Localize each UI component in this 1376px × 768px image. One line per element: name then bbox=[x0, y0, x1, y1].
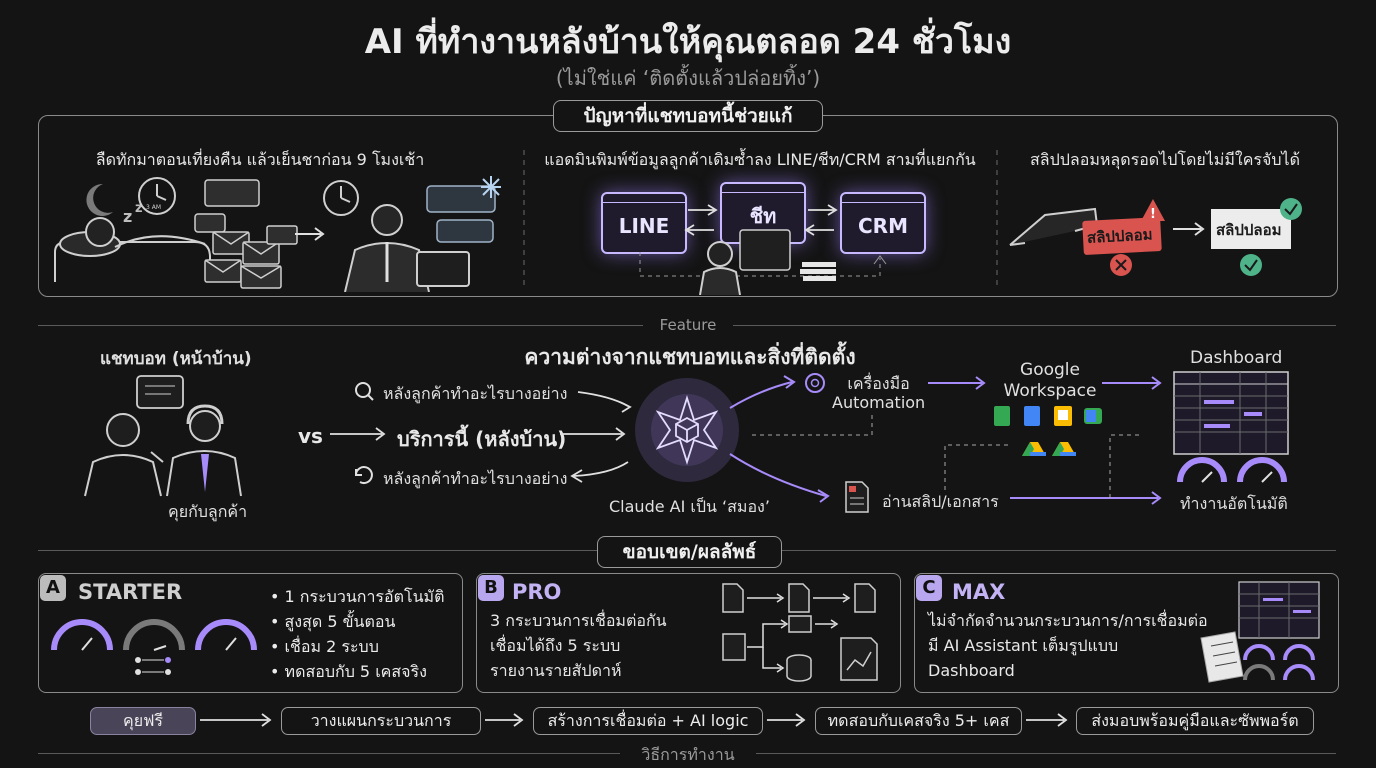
tier-pro-bullet: รายงานรายสัปดาห์ bbox=[490, 661, 622, 680]
problem-caption-1: ลืดทักมาตอนเที่ยงคืน แล้วเย็นชาก่อน 9 โม… bbox=[95, 150, 425, 169]
clock-icon bbox=[138, 177, 176, 215]
arrow-right-icon bbox=[295, 227, 325, 241]
data-entry-arrows bbox=[639, 204, 887, 295]
warning-icon: ! bbox=[1141, 199, 1165, 222]
feature-heading: ความต่างจากแชทบอทและสิ่งที่ติดตั้ง bbox=[524, 345, 856, 369]
workspace-label: Google Workspace bbox=[1003, 360, 1097, 401]
tier-max-bullet: มี AI Assistant เต็มรูปแบบ bbox=[928, 636, 1119, 655]
tier-max-bullet: Dashboard bbox=[928, 661, 1015, 680]
moon-icon bbox=[86, 183, 113, 216]
admin-person bbox=[707, 241, 733, 267]
refresh-icon bbox=[355, 466, 373, 485]
process-step-plan: วางแผนกระบวนการ bbox=[281, 707, 481, 735]
page-subtitle: (ไม่ใช่แค่ ‘ติดตั้งแล้วปล่อยทิ้ง’) bbox=[555, 66, 821, 90]
tier-pro-bullet: 3 กระบวนการเชื่อมต่อกัน bbox=[490, 611, 667, 630]
tier-max-badge: C bbox=[916, 575, 942, 601]
problem-caption-3: สลิปปลอมหลุดรอดไปโดยไม่มีใครจับได้ bbox=[1030, 150, 1300, 169]
tier-starter-name: STARTER bbox=[78, 580, 183, 604]
feature-divider-left bbox=[38, 325, 643, 326]
tier-starter-bullet: เชื่อม 2 ระบบ bbox=[270, 634, 444, 659]
svg-text:z: z bbox=[135, 201, 143, 216]
top-flow-label: หลังลูกค้าทำอะไรบางอย่าง bbox=[383, 384, 568, 403]
snowflake-icon bbox=[481, 176, 501, 198]
svg-text:สลิปปลอม: สลิปปลอม bbox=[1087, 225, 1153, 246]
tier-starter-bullet: สูงสุด 5 ขั้นตอน bbox=[270, 609, 444, 634]
check-icon-2 bbox=[1240, 254, 1262, 276]
fake-slip bbox=[1082, 217, 1162, 255]
tier-starter bbox=[38, 573, 463, 693]
process-step-build: สร้างการเชื่อมต่อ + AI logic bbox=[533, 707, 763, 735]
tier-max-list: ไม่จำกัดจำนวนกระบวนการ/การเชื่อมต่อ มี A… bbox=[928, 608, 1208, 683]
check-icon bbox=[1280, 198, 1302, 220]
process-arrows bbox=[200, 713, 1068, 727]
pro-flow-icons bbox=[722, 583, 878, 682]
feature-divider-right bbox=[733, 325, 1336, 326]
scope-divider-right bbox=[780, 550, 1336, 551]
mail-pile-icon bbox=[194, 179, 298, 289]
chatbot-illustration bbox=[84, 375, 242, 497]
clock-icon-2 bbox=[323, 180, 359, 216]
service-label: บริการนี้ (หลังบ้าน) bbox=[397, 427, 567, 451]
tier-max bbox=[914, 573, 1339, 693]
process-step-test: ทดสอบกับเคสจริง 5+ เคส bbox=[815, 707, 1022, 735]
claude-brain-icon bbox=[655, 395, 719, 465]
problems-section-label: ปัญหาที่แชทบอทนี้ช่วยแก้ bbox=[553, 100, 823, 132]
arrow-right-icon-2 bbox=[1173, 222, 1205, 236]
crm-window: CRM bbox=[840, 192, 926, 254]
tier-max-name: MAX bbox=[952, 580, 1006, 604]
scope-divider-left bbox=[38, 550, 598, 551]
problem-caption-2: แอดมินพิมพ์ข้อมูลลูกค้าเดิมซ้ำลง LINE/ชี… bbox=[544, 150, 976, 169]
starter-gauges bbox=[51, 619, 257, 675]
tier-starter-badge: A bbox=[40, 575, 66, 601]
chat-bubbles-icon bbox=[426, 185, 496, 243]
svg-text:z: z bbox=[123, 207, 132, 226]
google-workspace-icons bbox=[994, 406, 1102, 456]
process-label: วิธีการทำงาน bbox=[620, 743, 756, 768]
tier-pro-name: PRO bbox=[512, 580, 562, 604]
line-window: LINE bbox=[601, 192, 687, 254]
tier-pro-bullet: เชื่อมได้ถึง 5 ระบบ bbox=[490, 636, 621, 655]
gauge-icon bbox=[1177, 457, 1287, 483]
dashboard-table-icon bbox=[1173, 371, 1289, 455]
document-icon bbox=[845, 481, 869, 513]
feature-divider-label: Feature bbox=[659, 316, 717, 334]
chatbot-caption: คุยกับลูกค้า bbox=[168, 502, 248, 521]
page-title: AI ที่ทำงานหลังบ้านให้คุณตลอด 24 ชั่วโมง bbox=[364, 22, 1012, 62]
process-step-deliver: ส่งมอบพร้อมคู่มือและซัพพอร์ต bbox=[1076, 707, 1314, 735]
search-icon bbox=[355, 382, 374, 401]
chatbot-label: แชทบอท (หน้าบ้าน) bbox=[100, 349, 252, 369]
real-slip bbox=[1211, 209, 1291, 249]
chat-bubble-icon bbox=[136, 375, 184, 409]
feature-flow-diagram bbox=[330, 371, 1289, 513]
auto-label: ทำงานอัตโนมัติ bbox=[1180, 494, 1288, 513]
tier-pro bbox=[476, 573, 901, 693]
process-step-free-talk: คุยฟรี bbox=[90, 707, 196, 735]
svg-text:!: ! bbox=[1150, 207, 1156, 222]
brain-label: Claude AI เป็น ‘สมอง’ bbox=[609, 497, 770, 516]
problem-separators bbox=[523, 150, 998, 285]
tier-pro-badge: B bbox=[478, 575, 504, 601]
fake-slip-illustration: สลิปปลอม ! สลิปปลอม bbox=[1009, 198, 1302, 276]
scope-section-label: ขอบเขต/ผลลัพธ์ bbox=[597, 536, 782, 568]
automation-label: เครื่องมือ Automation bbox=[832, 374, 926, 412]
svg-text:สลิปปลอม: สลิปปลอม bbox=[1216, 221, 1281, 239]
tier-starter-bullet: ทดสอบกับ 5 เคสจริง bbox=[270, 659, 444, 684]
tier-pro-list: 3 กระบวนการเชื่อมต่อกัน เชื่อมได้ถึง 5 ร… bbox=[490, 608, 667, 683]
tier-starter-list: 1 กระบวนการอัตโนมัติ สูงสุด 5 ขั้นตอน เช… bbox=[270, 584, 445, 684]
read-slip-label: อ่านสลิป/เอกสาร bbox=[882, 492, 999, 511]
sleeping-owner-illustration: z z 3 AM bbox=[54, 176, 501, 292]
clock-label: 3 AM bbox=[146, 204, 161, 211]
bottom-flow-label: หลังลูกค้าทำอะไรบางอย่าง bbox=[383, 469, 568, 488]
tier-starter-bullet: 1 กระบวนการอัตโนมัติ bbox=[270, 584, 445, 609]
reject-icon bbox=[1110, 254, 1132, 276]
tier-max-bullet: ไม่จำกัดจำนวนกระบวนการ/การเชื่อมต่อ bbox=[928, 611, 1208, 630]
max-dashboard-icons bbox=[1200, 581, 1320, 683]
paper-stack-icon bbox=[800, 262, 836, 281]
dashboard-label: Dashboard bbox=[1190, 348, 1283, 368]
vs-label: vs bbox=[298, 424, 323, 448]
gear-icon bbox=[805, 373, 825, 393]
